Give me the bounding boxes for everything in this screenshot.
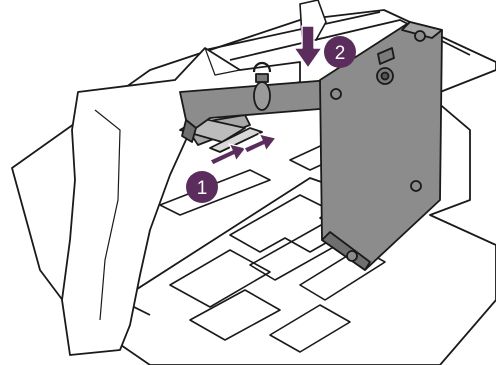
step-1-number: 1 [197, 178, 208, 199]
step-2-badge: 2 [324, 36, 356, 68]
step-2-number: 2 [335, 43, 346, 64]
step-1-badge: 1 [186, 171, 218, 203]
